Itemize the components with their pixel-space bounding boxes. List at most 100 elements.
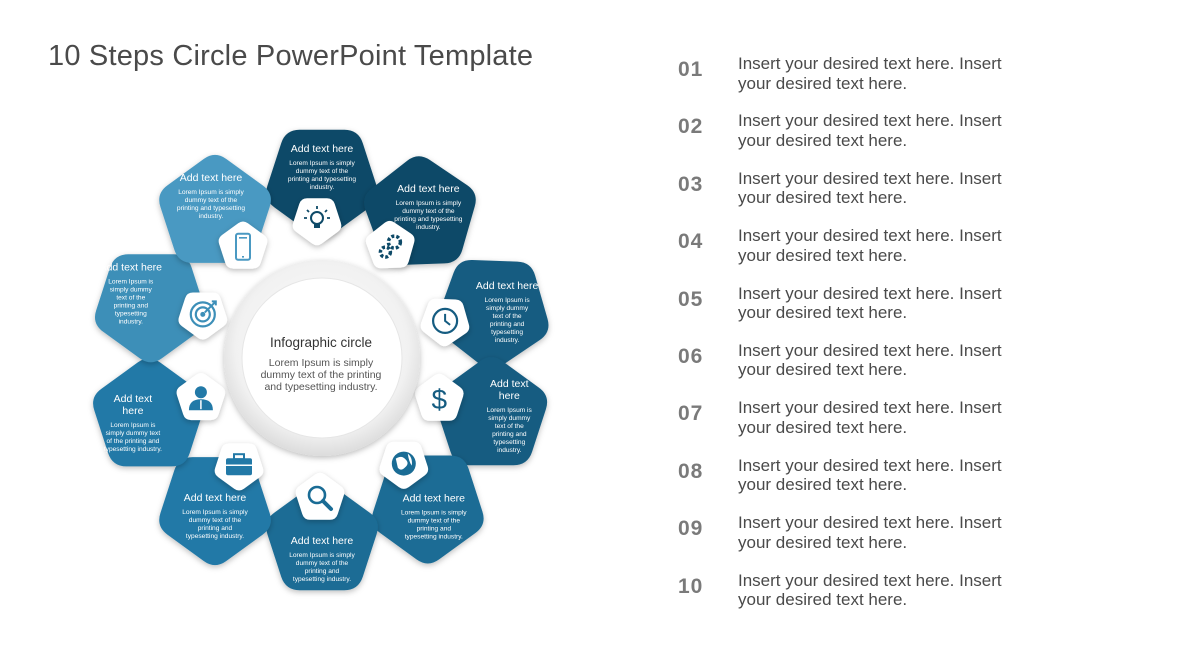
petal-shape [266,129,378,238]
petal-body-line: dummy text of the [189,517,242,524]
petal-icon-badge [178,292,228,340]
briefcase-icon [226,453,252,476]
center-heading: Infographic circle [270,335,372,350]
petal-body-line: dummy text of the [402,208,455,215]
petal-heading: here [122,405,143,417]
petal-body-line: simply dummy [488,415,531,422]
petal-body-line: simply dummy text [106,430,161,437]
step-row: 04 Insert your desired text here. Insert… [676,226,1146,283]
step-row: 09 Insert your desired text here. Insert… [676,513,1146,570]
page-title: 10 Steps Circle PowerPoint Template [48,40,534,72]
petal-heading: Add text here [403,493,466,505]
petal-shape [266,482,378,591]
step-number: 03 [678,172,704,196]
lightbulb-icon [304,206,330,228]
center-body-line: dummy text of the printing [261,369,382,381]
step-row: 05 Insert your desired text here. Insert… [676,284,1146,341]
petal-body-line: Lorem Ipsum is [485,297,531,304]
petal-heading: Add text here [180,172,243,184]
petal-body-line: simply dummy [110,286,153,293]
petal-body-line: printing and [305,568,340,575]
clock-icon [432,307,459,334]
petal-heading: here [499,390,520,402]
icon-badge-shape [414,373,464,421]
petal-body-line: industry. [310,184,335,191]
target-icon [189,300,217,328]
petal-body-line: typesetting [115,310,147,317]
petal-body-line: dummy text of the [296,560,349,567]
petal-icon-badge [292,198,342,246]
petal-icon-badge [214,443,264,491]
petal-body-line: typesetting [491,329,523,336]
petal-body-line: Lorem Ipsum is simply [182,509,248,516]
petal-heading: Add text here [100,261,163,273]
step-number: 06 [678,344,704,368]
step-number: 04 [678,230,704,254]
petal-body-line: of the printing and [107,438,160,445]
icon-badge-shape [420,298,470,347]
step-row: 10 Insert your desired text here. Insert… [676,571,1146,628]
petal-body-line: typesetting industry. [293,576,351,583]
petal-heading: Add text [114,393,153,405]
petal-body-line: Lorem Ipsum is [108,278,154,285]
center-body-line: and typesetting industry. [264,381,377,393]
petal-body-line: Lorem Ipsum is simply [289,552,355,559]
petal-icon-badge [420,298,470,347]
petal-icon-badge: $ [414,373,464,421]
petal-icon-badge [218,221,268,269]
gears-icon [378,234,403,259]
petal-body-line: typesetting industry. [405,534,463,541]
petal-body-line: dummy text of the [408,518,461,525]
step-number: 01 [678,58,704,81]
step-row: 06 Insert your desired text here. Insert… [676,341,1146,398]
petal-body-line: Lorem Ipsum is simply [401,510,467,517]
petal-body-line: printing and [492,431,527,438]
petal-body-line: printing and [198,525,233,532]
petal-body-line: Lorem Ipsum is simply [289,160,355,167]
phone-icon [235,232,251,261]
step-row: 08 Insert your desired text here. Insert… [676,456,1146,513]
center-inner-disc [241,277,403,439]
petal-body-line: dummy text of the [296,168,349,175]
center-circle: Infographic circle Lorem Ipsum is simply… [224,260,420,456]
step-number: 10 [678,574,704,598]
petal-shape [435,357,548,466]
center-body-line: Lorem Ipsum is simply [269,357,374,369]
petal-body-line: Lorem Ipsum is [110,422,156,429]
petal-heading: Add text here [476,280,539,292]
step-number: 05 [678,287,704,311]
petal-heading: Add text here [291,143,354,155]
petal-body-line: industry. [497,447,522,454]
petal-body-line: printing and [417,526,452,533]
petal-body-line: printing and [490,321,525,328]
icon-badge-shape [292,198,342,246]
step-list: 01 Insert your desired text here. Insert… [676,54,1146,628]
petal-shape [94,254,207,363]
petal-body-line: typesetting [493,439,525,446]
petal-body-line: text of the [116,294,145,301]
petal-body-line: Lorem Ipsum is simply [178,189,244,196]
petal-body-line: typesetting industry. [186,533,244,540]
icon-badge-shape [218,221,268,269]
petal-heading: Add text here [397,183,460,195]
petal-body-line: printing and typesetting [288,176,357,183]
step-number: 09 [678,517,704,541]
petal-icon-badge [176,373,226,421]
petal-body-line: dummy text of the [185,197,238,204]
